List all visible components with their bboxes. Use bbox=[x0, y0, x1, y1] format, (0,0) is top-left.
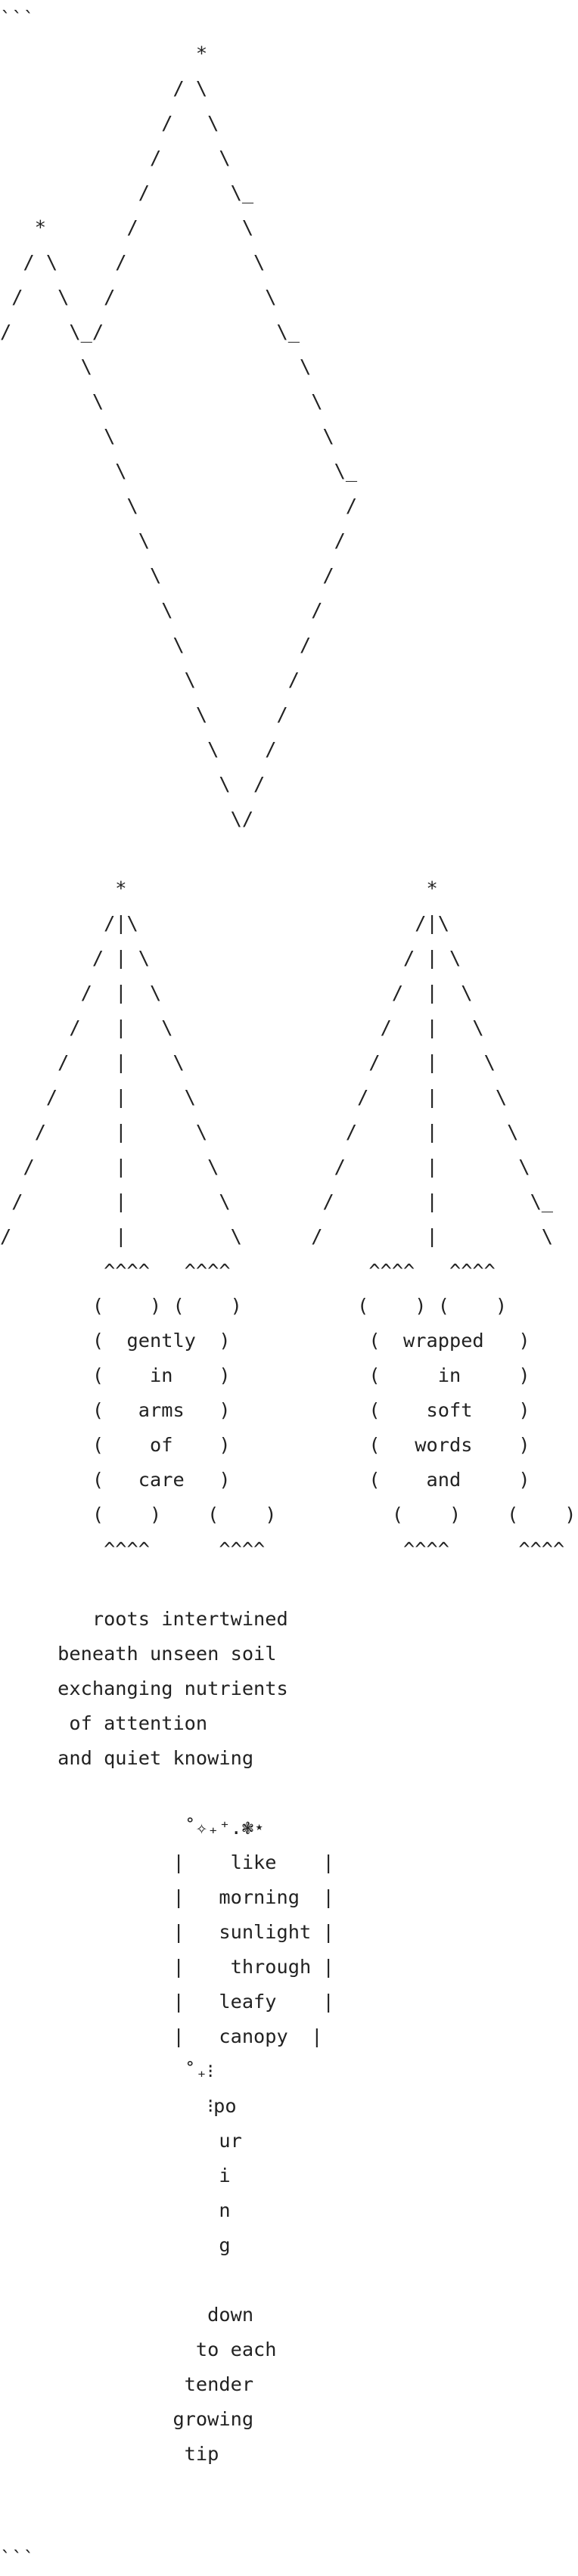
mountain-line: * bbox=[0, 42, 208, 64]
blank-line bbox=[0, 2263, 576, 2298]
mountain-line: \ / bbox=[0, 529, 346, 551]
pouring-line: i bbox=[0, 2165, 231, 2186]
blank-line bbox=[0, 2506, 576, 2541]
tree-line: / | \ / | \ bbox=[0, 947, 461, 969]
blank-line bbox=[0, 1776, 576, 1811]
pouring-line: g bbox=[0, 2234, 231, 2256]
pouring-line: ur bbox=[0, 2130, 242, 2152]
mountain-line: / \ bbox=[0, 77, 208, 99]
tree-line: / | \ / | \ bbox=[0, 1121, 519, 1143]
mountain-line: \ \ bbox=[0, 355, 312, 377]
mountain-line: \ / bbox=[0, 703, 288, 725]
mountain-line: \ / bbox=[0, 564, 334, 586]
sparkles-top: ˚✧₊⁺.❃⋆ bbox=[0, 1817, 266, 1839]
mountains-art: * / \ / \ / \ / \_ * / \ / \ / \ / \ / \… bbox=[0, 36, 576, 836]
sparkles-bottom: ˚₊⁝ bbox=[0, 2060, 214, 2082]
tree-line: ( arms ) ( soft ) bbox=[0, 1399, 530, 1421]
tree-line: /|\ /|\ bbox=[0, 912, 449, 934]
mountain-line: \ / bbox=[0, 738, 277, 760]
poem-line: of attention bbox=[0, 1712, 208, 1734]
canopy-poem: ˚✧₊⁺.❃⋆ | like | | morning | | sunlight … bbox=[0, 1811, 576, 2472]
box-line: | canopy | bbox=[0, 2025, 323, 2047]
box-line: | leafy | bbox=[0, 1991, 334, 2013]
box-line: | sunlight | bbox=[0, 1921, 334, 1943]
mountain-line: \ / bbox=[0, 669, 300, 691]
tree-line: ^^^^ ^^^^ ^^^^ ^^^^ bbox=[0, 1538, 565, 1560]
mountain-line: / \ bbox=[0, 147, 231, 169]
ending-line: growing bbox=[0, 2408, 254, 2430]
mountain-line: / \_/ \_ bbox=[0, 321, 300, 343]
tree-line: / | \ / | \_ bbox=[0, 1190, 554, 1212]
ending-line: tip bbox=[0, 2443, 219, 2465]
tree-line: / | \ / | \ bbox=[0, 1086, 508, 1108]
poem-line: exchanging nutrients bbox=[0, 1678, 288, 1699]
tree-line: ( of ) ( words ) bbox=[0, 1434, 530, 1456]
blank-line bbox=[0, 1567, 576, 1602]
tree-line: ( in ) ( in ) bbox=[0, 1364, 530, 1386]
box-line: | morning | bbox=[0, 1886, 334, 1908]
box-line: | through | bbox=[0, 1956, 334, 1978]
tree-line: / | \ / | \ bbox=[0, 1156, 530, 1178]
ending-line: down bbox=[0, 2304, 254, 2326]
mountain-line: * / \ bbox=[0, 216, 254, 238]
ending-line: tender bbox=[0, 2373, 254, 2395]
mountain-line: / \_ bbox=[0, 182, 254, 203]
tree-line: ( gently ) ( wrapped ) bbox=[0, 1330, 530, 1352]
box-line: | like | bbox=[0, 1851, 334, 1873]
tree-line: / | \ / | \ bbox=[0, 1051, 496, 1073]
mountain-line: / \ / \ bbox=[0, 251, 266, 273]
tree-line: / | \ / | \ bbox=[0, 1016, 484, 1038]
mountain-line: / \ / \ bbox=[0, 286, 277, 308]
mountain-line: \ / bbox=[0, 634, 312, 656]
poem-line: beneath unseen soil bbox=[0, 1643, 277, 1665]
mountain-line: / \ bbox=[0, 112, 219, 134]
mountain-line: \/ bbox=[0, 808, 254, 830]
pouring-line: n bbox=[0, 2199, 231, 2221]
roots-poem: roots intertwined beneath unseen soil ex… bbox=[0, 1602, 576, 1776]
code-fence-open: ``` bbox=[0, 8, 35, 29]
pouring-line: ⁝po bbox=[0, 2095, 237, 2117]
tree-line: ( ) ( ) ( ) ( ) bbox=[0, 1504, 576, 1525]
tree-line: ^^^^ ^^^^ ^^^^ ^^^^ bbox=[0, 1260, 496, 1282]
poem-line: roots intertwined bbox=[0, 1608, 288, 1630]
poem-line: and quiet knowing bbox=[0, 1747, 254, 1769]
tree-line: / | \ / | \ bbox=[0, 982, 473, 1004]
ending-line: to each bbox=[0, 2339, 277, 2360]
tree-line: ( ) ( ) ( ) ( ) bbox=[0, 1295, 508, 1317]
mountain-line: \ / bbox=[0, 599, 323, 621]
mountain-line: \ \ bbox=[0, 390, 323, 412]
trees-art: * * /|\ /|\ / | \ / | \ / | \ / | \ / | … bbox=[0, 871, 576, 1567]
blank-line bbox=[0, 836, 576, 871]
code-fence-close: ``` bbox=[0, 2547, 35, 2569]
mountain-line: \ \_ bbox=[0, 460, 358, 482]
tree-line: * * bbox=[0, 877, 438, 899]
mountain-line: \ \ bbox=[0, 425, 334, 447]
tree-line: / | \ / | \ bbox=[0, 1225, 554, 1247]
mountain-line: \ / bbox=[0, 773, 266, 795]
mountain-line: \ / bbox=[0, 495, 358, 517]
blank-line bbox=[0, 2472, 576, 2506]
tree-line: ( care ) ( and ) bbox=[0, 1469, 530, 1491]
